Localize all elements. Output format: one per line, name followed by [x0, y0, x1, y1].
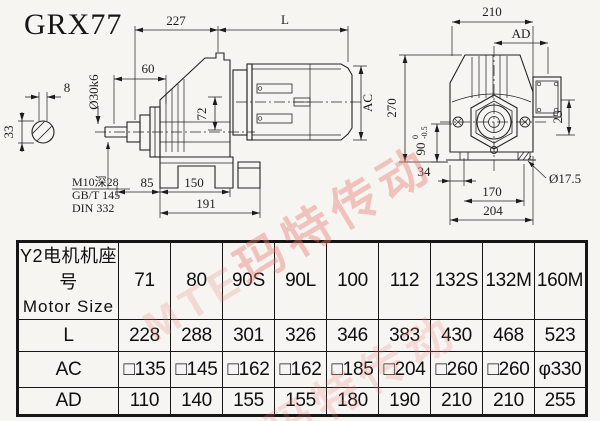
- dim-72: 72: [194, 108, 209, 121]
- dim-60: 60: [142, 61, 155, 76]
- cell-AC-132m: □260: [482, 351, 535, 388]
- cell-AD-90l: 155: [274, 387, 327, 416]
- column-header-112: 112: [378, 241, 431, 320]
- column-header-100: 100: [326, 241, 379, 320]
- technical-drawing: 8 33: [1, 4, 581, 225]
- cell-L-90l: 326: [274, 319, 327, 352]
- cell-AD-100: 180: [326, 387, 379, 416]
- cell-L-71: 228: [118, 319, 171, 352]
- cell-AD-160m: 255: [534, 387, 587, 416]
- dim-key-width: 8: [64, 80, 71, 95]
- column-header-90l: 90L: [274, 241, 327, 320]
- table-row-AC: AC □135 □145 □162 □162 □185 □204 □260 □2…: [17, 351, 587, 388]
- cell-AC-71: □135: [118, 351, 171, 388]
- dim-210: 210: [482, 4, 502, 19]
- cell-AC-90s: □162: [222, 351, 275, 388]
- column-header-90s: 90S: [222, 241, 275, 320]
- table-header-row: Y2电机机座号 Motor Size 71 80 90S 90L 100 112…: [17, 241, 587, 320]
- cell-L-160m: 523: [534, 319, 587, 352]
- dim-191: 191: [196, 196, 216, 211]
- cell-L-90s: 301: [222, 319, 275, 352]
- dimension-table: Y2电机机座号 Motor Size 71 80 90S 90L 100 112…: [16, 240, 588, 417]
- dim-34: 34: [418, 164, 432, 179]
- cell-AC-132s: □260: [430, 351, 483, 388]
- header-english: Motor Size: [22, 297, 115, 316]
- table-row-L: L 228 288 301 326 346 383 430 468 523: [17, 319, 587, 352]
- cell-AD-132s: 210: [430, 387, 483, 416]
- cell-AD-90s: 155: [222, 387, 275, 416]
- note-standard-2: DIN 332: [72, 201, 114, 215]
- cell-AD-132m: 210: [482, 387, 535, 416]
- dim-AC: AC: [360, 94, 375, 112]
- dim-90-tol-lower: -0.5: [420, 126, 429, 139]
- dim-L: L: [281, 12, 289, 27]
- gearbox-side-view: 227 L 60 Ø30k6 72 AC M10深28 GB/T 145 DIN…: [72, 12, 375, 218]
- table-row-AD: AD 110 140 155 155 180 190 210 210 255: [17, 387, 587, 416]
- column-header-132m: 132M: [482, 241, 535, 320]
- column-header-80: 80: [170, 241, 223, 320]
- dim-204: 204: [483, 203, 503, 218]
- dim-270: 270: [384, 98, 399, 118]
- model-title: GRX77: [24, 8, 123, 41]
- cell-L-112: 383: [378, 319, 431, 352]
- header-chinese: Y2电机机座号: [19, 246, 118, 292]
- cell-AD-71: 110: [118, 387, 171, 416]
- column-header-160m: 160M: [534, 241, 587, 320]
- cell-AD-80: 140: [170, 387, 223, 416]
- cell-L-100: 346: [326, 319, 379, 352]
- cell-AC-112: □204: [378, 351, 431, 388]
- dim-AD: AD: [512, 26, 531, 41]
- gearbox-end-view: 210 AD 270 90 0 -0.5 34: [384, 4, 581, 225]
- cell-AC-160m: φ330: [534, 351, 587, 388]
- dim-foot-hole: Ø17.5: [549, 171, 581, 186]
- cell-L-80: 288: [170, 319, 223, 352]
- dim-25: 25: [550, 111, 565, 124]
- row-label-AD: AD: [17, 387, 119, 416]
- dim-shaft-diameter: Ø30k6: [86, 74, 101, 110]
- cell-AC-90l: □162: [274, 351, 327, 388]
- dim-key-height: 33: [1, 126, 16, 139]
- dim-150: 150: [184, 175, 204, 190]
- cell-AC-100: □185: [326, 351, 379, 388]
- row-label-L: L: [17, 319, 119, 352]
- column-header-71: 71: [118, 241, 171, 320]
- dim-170: 170: [482, 184, 502, 199]
- shaft-section-detail: 8 33: [1, 80, 70, 152]
- column-header-132s: 132S: [430, 241, 483, 320]
- cell-L-132m: 468: [482, 319, 535, 352]
- dim-85: 85: [141, 175, 154, 190]
- note-standard-1: GB/T 145: [72, 188, 120, 202]
- cell-AC-80: □145: [170, 351, 223, 388]
- row-label-AC: AC: [17, 351, 119, 388]
- note-tap-hole: M10深28: [72, 175, 119, 189]
- cell-L-132s: 430: [430, 319, 483, 352]
- dim-90-tol-upper: 0: [411, 135, 420, 139]
- motor-size-header-cell: Y2电机机座号 Motor Size: [17, 241, 119, 320]
- dim-227: 227: [166, 13, 186, 28]
- dim-90: 90: [413, 143, 428, 156]
- cell-AD-112: 190: [378, 387, 431, 416]
